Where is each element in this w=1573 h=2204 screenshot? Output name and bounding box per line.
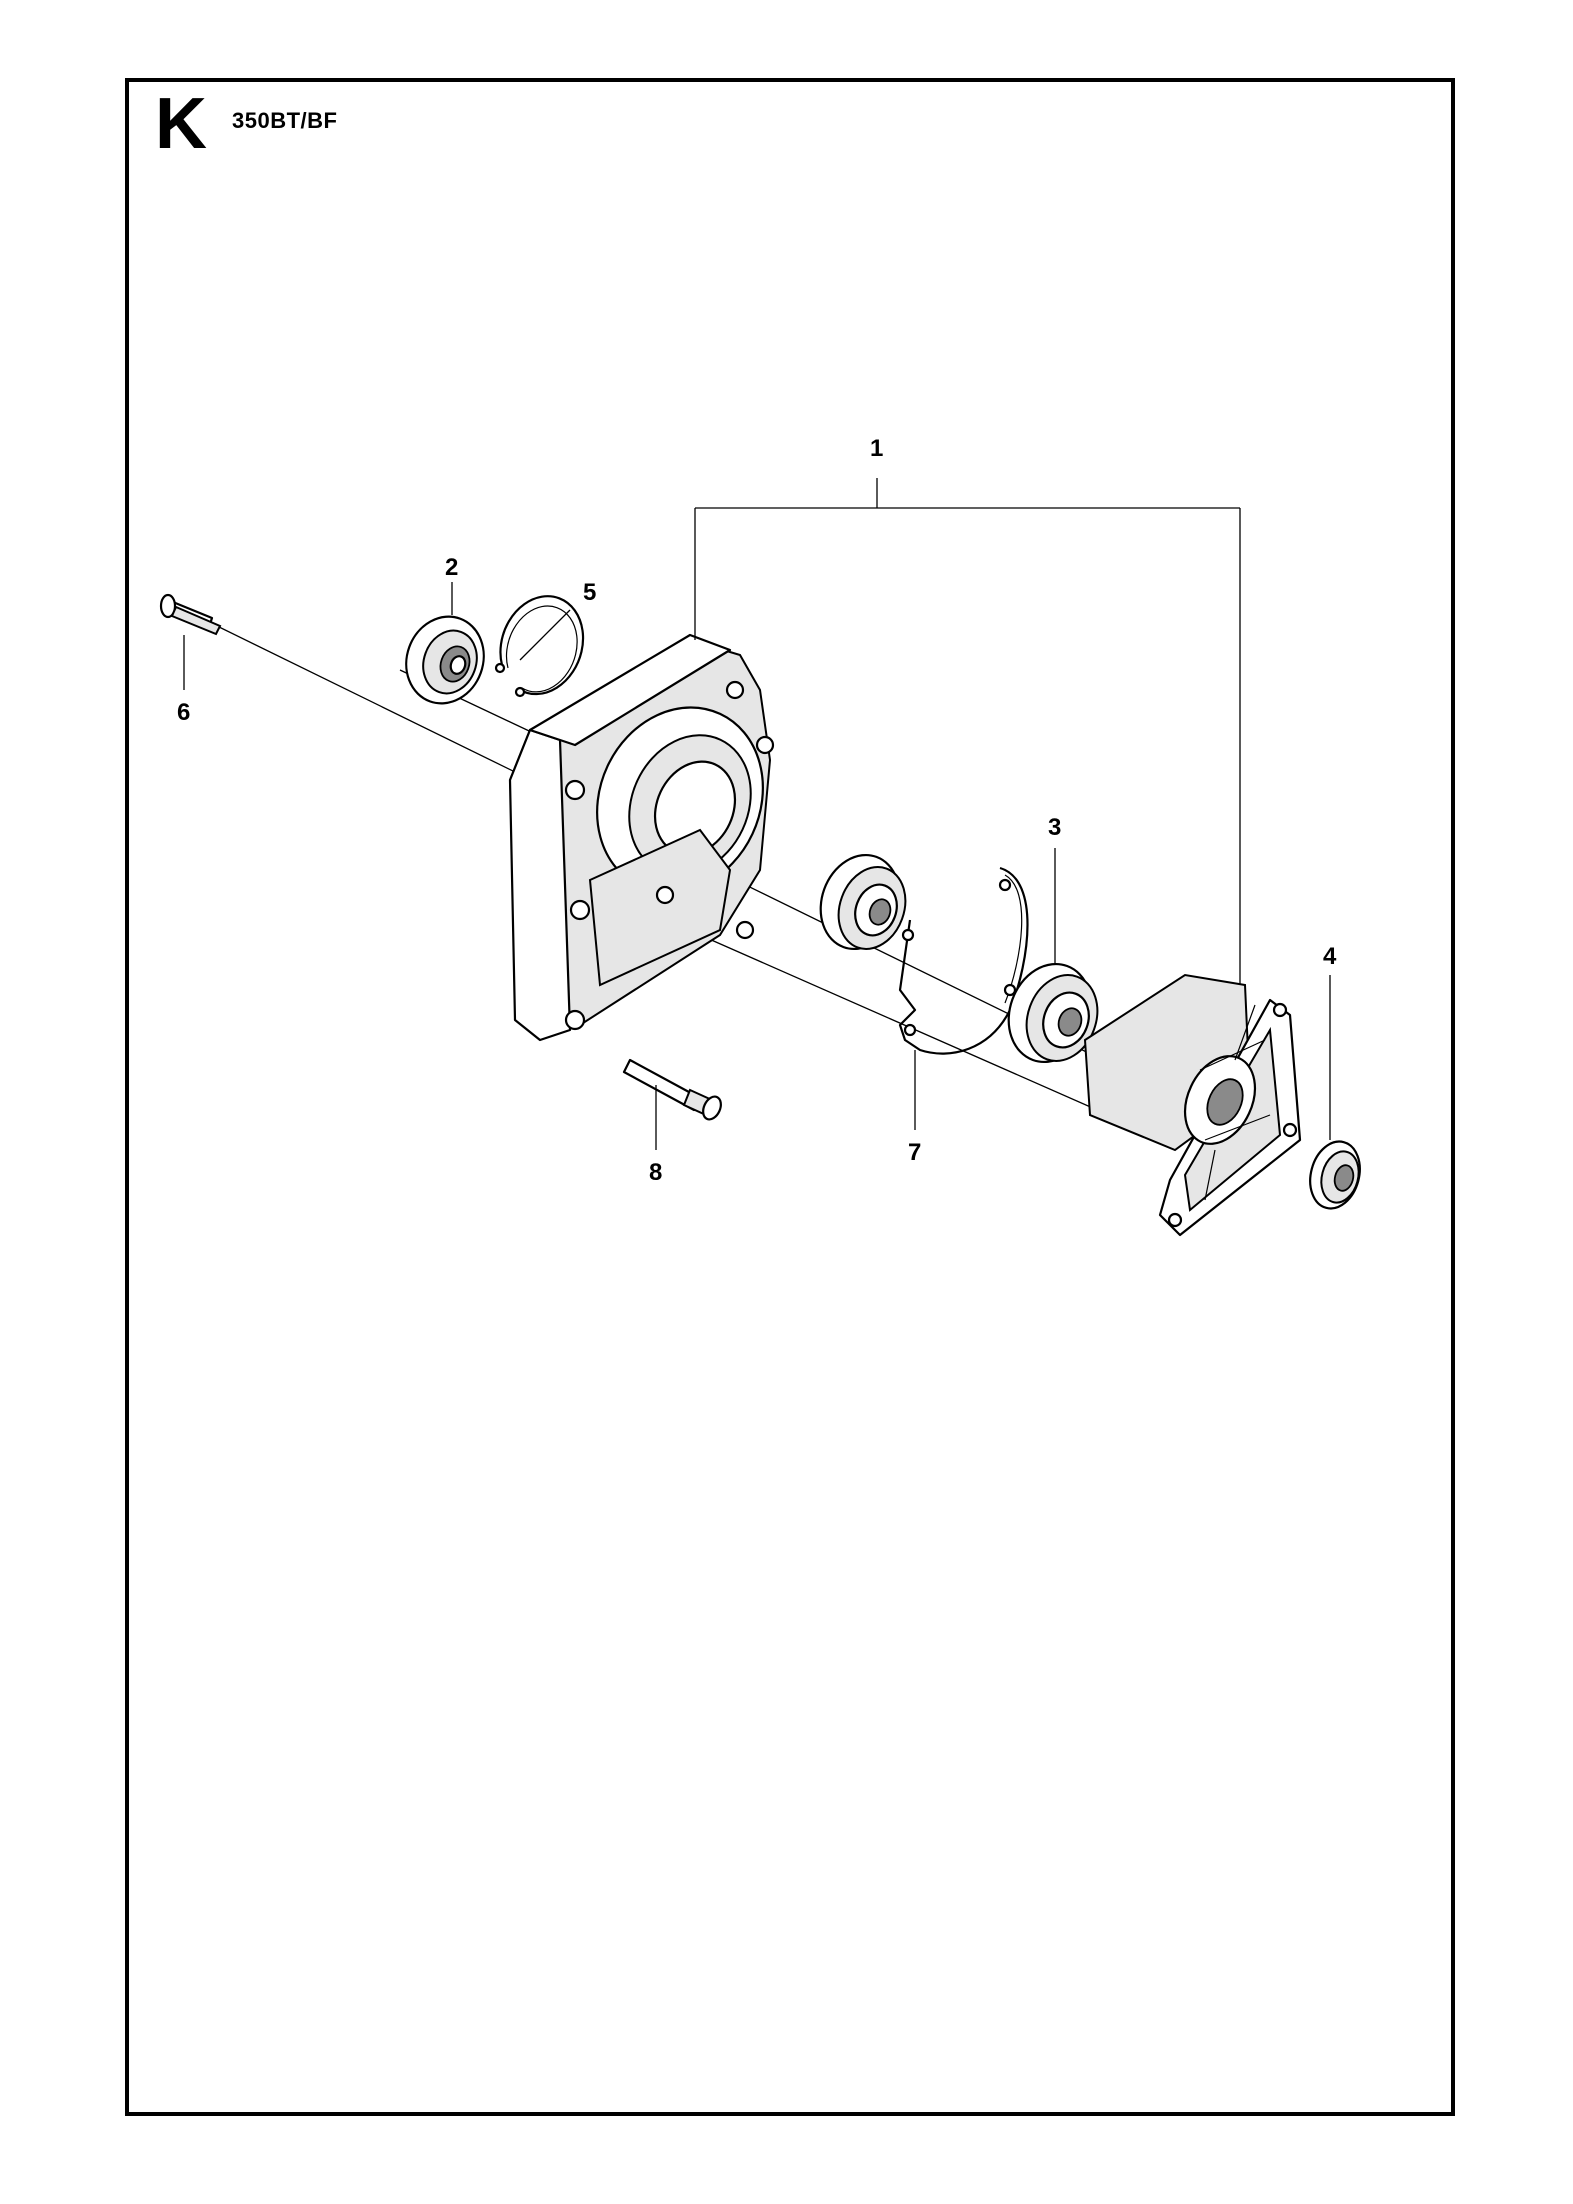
part-1-crankcase-right	[1083, 973, 1302, 1237]
page-frame	[125, 78, 1455, 2116]
part-8-bolt-lower	[622, 1058, 722, 1121]
part-3-bearing	[1007, 962, 1099, 1064]
callout-leaders	[183, 582, 1331, 1150]
callout-3: 3	[1048, 814, 1061, 841]
part-1-crankcase-left	[508, 633, 775, 1042]
part-4-seal-right	[1309, 1140, 1361, 1210]
bearing-center	[819, 853, 907, 951]
callout-6: 6	[177, 699, 190, 726]
callout-5: 5	[583, 579, 596, 606]
part-5-circlip	[494, 595, 585, 698]
callout-7: 7	[908, 1139, 921, 1166]
model-title: 350BT/BF	[232, 108, 338, 133]
callout-1-bracket	[694, 478, 1241, 985]
part-2-seal-upper	[405, 615, 485, 705]
callout-1: 1	[870, 435, 883, 462]
section-letter: K	[155, 84, 207, 164]
callout-2: 2	[445, 554, 458, 581]
part-6-bolt-long	[159, 593, 222, 636]
callout-8: 8	[649, 1159, 662, 1186]
callout-4: 4	[1323, 943, 1337, 970]
